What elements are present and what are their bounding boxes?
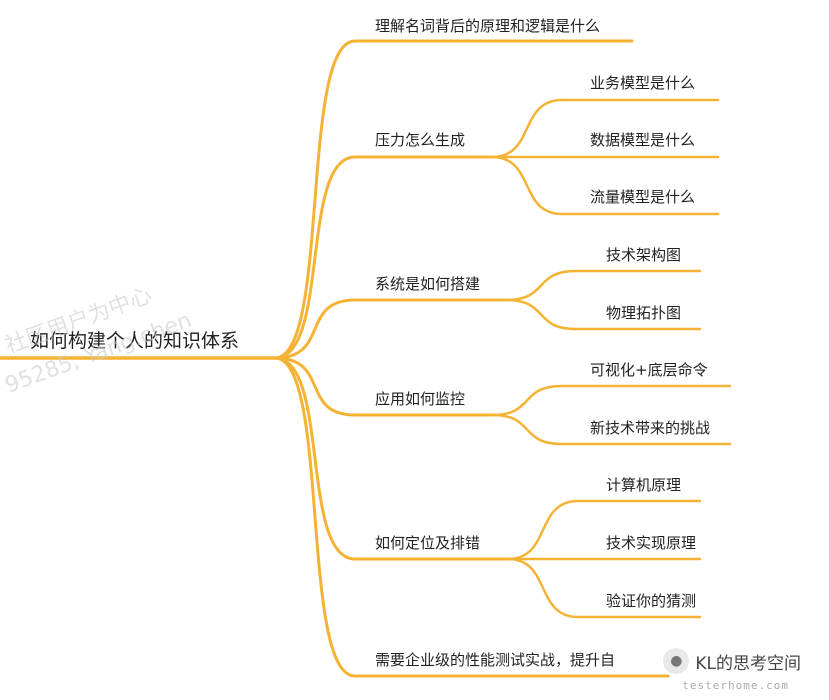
branch-1-child-2-connector [490, 155, 720, 216]
branch-2-child-1-label: 物理拓扑图 [606, 304, 682, 322]
branch-4-label: 如何定位及排错 [375, 534, 481, 552]
branch-1-child-0-label: 业务模型是什么 [590, 74, 696, 92]
branch-3-label: 应用如何监控 [375, 390, 466, 408]
branch-4-child-1-label: 技术实现原理 [606, 534, 697, 552]
root-node-label: 如何构建个人的知识体系 [30, 330, 240, 352]
branch-2-label: 系统是如何搭建 [375, 275, 481, 293]
wechat-icon: ● [663, 648, 690, 674]
branch-1-connector [273, 155, 494, 360]
branch-0-connector [273, 39, 634, 360]
branch-4-child-2-label: 验证你的猜测 [606, 592, 697, 610]
branch-2-child-0-label: 技术架构图 [606, 246, 682, 264]
branch-4-child-2-connector [506, 557, 702, 619]
branch-4-child-0-label: 计算机原理 [606, 476, 682, 494]
branch-1-label: 压力怎么生成 [375, 131, 466, 149]
branch-1-child-2-label: 流量模型是什么 [590, 188, 696, 206]
brand-badge: ● KL的思考空间 [663, 648, 801, 674]
branch-2-child-1-connector [504, 298, 702, 331]
brand-site: testerhome.com [682, 679, 789, 692]
branch-2-connector [273, 298, 508, 360]
branch-3-child-0-label: 可视化+底层命令 [590, 361, 708, 379]
branch-3-connector [273, 356, 494, 417]
branch-3-child-0-connector [490, 384, 732, 417]
branch-1-child-0-connector [490, 98, 720, 159]
branch-5-connector [273, 356, 670, 678]
branch-1-child-1-label: 数据模型是什么 [590, 131, 696, 149]
branch-3-child-1-label: 新技术带来的挑战 [590, 419, 711, 437]
branch-5-label: 需要企业级的性能测试实战，提升自 [375, 651, 616, 669]
branch-0-label: 理解名词背后的原理和逻辑是什么 [375, 17, 601, 35]
branch-3-child-1-connector [490, 413, 732, 446]
branch-4-connector [273, 356, 510, 561]
branch-2-child-0-connector [504, 269, 702, 302]
branch-4-child-0-connector [506, 499, 702, 561]
brand-name: KL的思考空间 [695, 653, 801, 674]
